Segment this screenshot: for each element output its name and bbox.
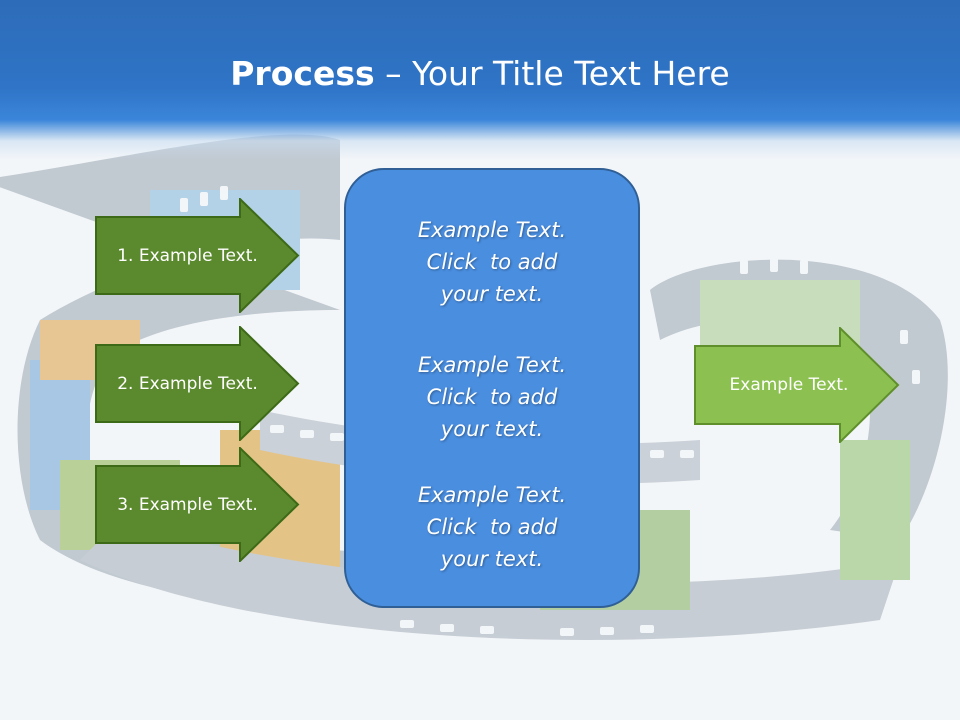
text-line: Example Text. [417, 218, 567, 242]
text-block-1[interactable]: Example Text. Click to add your text. [346, 214, 638, 310]
text-line: your text. [440, 547, 544, 571]
step-arrow-2[interactable]: 2. Example Text. [95, 326, 300, 441]
right-arrow-icon [95, 447, 300, 562]
output-label: Example Text. [729, 375, 849, 395]
right-arrow-icon [95, 326, 300, 441]
text-line: Click to add [426, 385, 558, 409]
step-arrow-3[interactable]: 3. Example Text. [95, 447, 300, 562]
step-label: 1. Example Text. [117, 245, 258, 266]
text-line: your text. [440, 282, 544, 306]
text-line: Example Text. [417, 483, 567, 507]
text-block-2[interactable]: Example Text. Click to add your text. [346, 349, 638, 445]
step-label: 2. Example Text. [117, 373, 258, 394]
text-line: Example Text. [417, 353, 567, 377]
title-rest: – Your Title Text Here [374, 54, 730, 93]
slide-title[interactable]: Process – Your Title Text Here [0, 54, 960, 94]
text-line: Click to add [426, 515, 558, 539]
output-arrow[interactable]: Example Text. [694, 327, 900, 443]
text-line: your text. [440, 417, 544, 441]
step-label: 3. Example Text. [117, 494, 258, 515]
text-block-3[interactable]: Example Text. Click to add your text. [346, 479, 638, 575]
title-bold: Process [230, 54, 375, 93]
text-line: Click to add [426, 250, 558, 274]
step-arrow-1[interactable]: 1. Example Text. [95, 198, 300, 313]
process-box[interactable]: Example Text. Click to add your text. Ex… [344, 168, 640, 608]
right-arrow-icon [95, 198, 300, 313]
header-band [0, 0, 960, 160]
right-arrow-icon [694, 327, 900, 443]
